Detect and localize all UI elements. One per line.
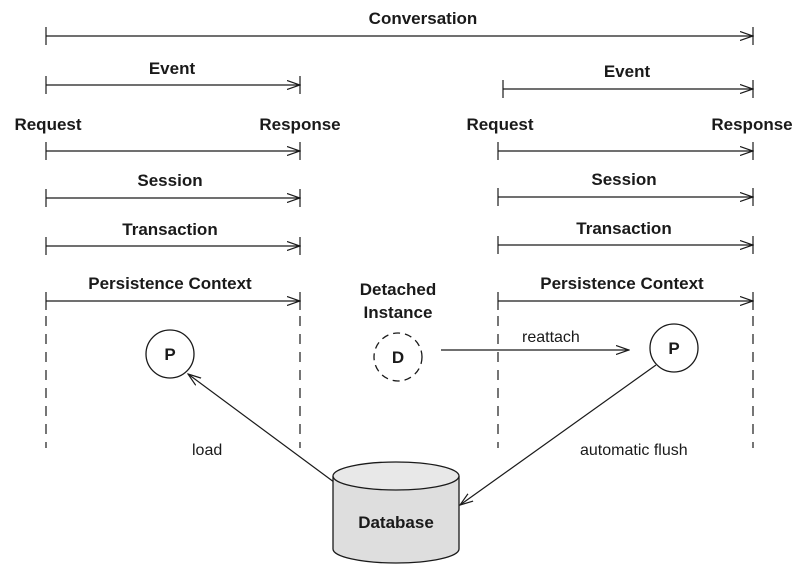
response-label-right: Response bbox=[711, 115, 792, 134]
persistence-context-span-right bbox=[497, 292, 753, 448]
session-span-right bbox=[497, 188, 753, 206]
database-label: Database bbox=[358, 513, 434, 532]
transaction-label-left: Transaction bbox=[122, 220, 217, 239]
event-label-left: Event bbox=[149, 59, 196, 78]
automatic-flush-label: automatic flush bbox=[580, 442, 688, 459]
persistence-context-label-right: Persistence Context bbox=[540, 274, 704, 293]
session-label-right: Session bbox=[591, 170, 656, 189]
event-span-right bbox=[502, 80, 753, 98]
request-response-span-right bbox=[497, 142, 753, 160]
detached-node-label: D bbox=[392, 348, 404, 367]
event-span-left bbox=[45, 76, 300, 94]
request-response-span-left bbox=[45, 142, 300, 160]
reattach-label: reattach bbox=[522, 329, 580, 346]
response-label-left: Response bbox=[259, 115, 340, 134]
load-label: load bbox=[192, 442, 222, 459]
detached-label-line2: Instance bbox=[364, 303, 433, 322]
persistent-node-label-left: P bbox=[164, 345, 175, 364]
conversation-label: Conversation bbox=[369, 9, 478, 28]
persistent-instance-right: P bbox=[649, 323, 699, 373]
event-label-right: Event bbox=[604, 62, 651, 81]
automatic-flush-arrow bbox=[460, 364, 657, 505]
detached-label-line1: Detached bbox=[360, 280, 437, 299]
persistent-node-label-right: P bbox=[668, 339, 679, 358]
detached-instance: D bbox=[373, 332, 423, 382]
load-arrow bbox=[188, 374, 343, 489]
database-cylinder: Database bbox=[332, 461, 460, 564]
persistence-context-span-left bbox=[45, 292, 300, 448]
persistence-context-label-left: Persistence Context bbox=[88, 274, 252, 293]
transaction-span-left bbox=[45, 237, 300, 255]
transaction-span-right bbox=[497, 236, 753, 254]
session-span-left bbox=[45, 189, 300, 207]
request-label-right: Request bbox=[466, 115, 533, 134]
persistent-instance-left: P bbox=[145, 329, 195, 379]
request-label-left: Request bbox=[14, 115, 81, 134]
transaction-label-right: Transaction bbox=[576, 219, 671, 238]
session-label-left: Session bbox=[137, 171, 202, 190]
conversation-span bbox=[45, 27, 753, 45]
